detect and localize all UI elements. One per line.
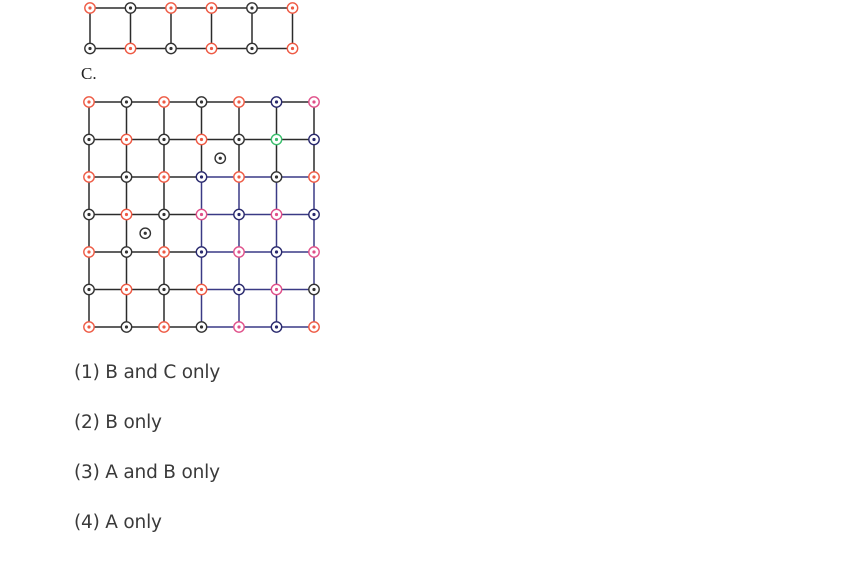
lattice-site — [158, 96, 170, 108]
lattice-site — [120, 96, 133, 108]
lattice-site — [233, 321, 245, 333]
lattice-site — [84, 2, 96, 14]
lattice-site — [83, 246, 95, 258]
lattice-site — [195, 96, 208, 108]
lattice-site — [233, 96, 245, 108]
lattice-site — [246, 42, 258, 55]
lattice-site — [165, 42, 177, 55]
lattice-site — [205, 42, 218, 55]
lattice-site — [83, 171, 95, 183]
lattice-site — [195, 321, 208, 333]
lattice-site — [233, 171, 245, 183]
lattice-site — [195, 246, 208, 258]
lattice-site — [233, 283, 245, 296]
lattice-site — [233, 133, 245, 146]
lattice-site — [83, 133, 95, 146]
figure-a-partial — [84, 2, 299, 55]
lattice-site — [308, 133, 320, 146]
lattice-site — [120, 133, 133, 146]
lattice-site — [158, 171, 170, 183]
lattice-site — [120, 171, 133, 183]
lattice-site — [158, 321, 170, 333]
lattice-site — [308, 321, 320, 333]
lattice-site — [286, 42, 299, 55]
lattice-site — [120, 283, 133, 296]
option-3[interactable]: (3) A and B only — [74, 462, 220, 483]
lattice-site — [308, 283, 320, 296]
lattice-site — [195, 133, 208, 146]
lattice-site — [158, 283, 170, 296]
lattice-site — [270, 283, 283, 296]
lattice-site — [165, 2, 177, 14]
lattice-site — [246, 2, 258, 14]
figure-c — [83, 96, 320, 333]
lattice-site — [195, 283, 208, 296]
lattice-site — [270, 246, 283, 258]
interstitial-site — [139, 227, 152, 240]
option-2[interactable]: (2) B only — [74, 412, 162, 433]
lattice-site — [158, 208, 170, 221]
lattice-site — [233, 246, 245, 258]
lattice-site — [270, 321, 283, 333]
interstitial-site — [214, 152, 227, 165]
lattice-site — [83, 208, 95, 221]
lattice-site — [83, 283, 95, 296]
lattice-site — [286, 2, 299, 14]
lattice-site — [308, 171, 320, 183]
lattice-site — [120, 246, 133, 258]
lattice-site — [270, 208, 283, 221]
lattice-site — [124, 42, 137, 55]
lattice-site — [120, 208, 133, 221]
lattice-site — [270, 133, 283, 146]
lattice-site — [308, 246, 320, 258]
option-4[interactable]: (4) A only — [74, 512, 162, 533]
lattice-site — [195, 208, 208, 221]
lattice-site — [308, 96, 320, 108]
lattice-site — [124, 2, 137, 14]
lattice-site — [270, 96, 283, 108]
lattice-site — [120, 321, 133, 333]
figure-c-label: C. — [81, 64, 97, 83]
option-1[interactable]: (1) B and C only — [74, 362, 221, 383]
lattice-site — [158, 133, 170, 146]
lattice-site — [308, 208, 320, 221]
lattice-site — [270, 171, 283, 183]
lattice-site — [83, 96, 95, 108]
lattice-site — [158, 246, 170, 258]
lattice-site — [233, 208, 245, 221]
lattice-site — [195, 171, 208, 183]
lattice-site — [83, 321, 95, 333]
lattice-site — [84, 42, 96, 55]
lattice-site — [205, 2, 218, 14]
